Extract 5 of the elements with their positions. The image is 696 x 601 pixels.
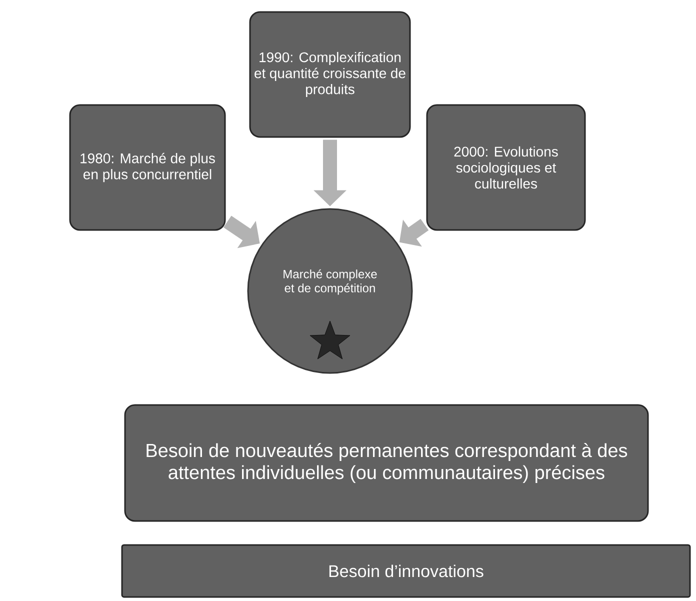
need-box: Besoin de nouveautés permanentes correspondant à des attentes individuelles (ou communautaires) précises	[124, 404, 649, 522]
need-bar: Besoin d’innovations	[121, 544, 691, 598]
event-box: 1990: Complexification et quantité croissante de produits	[249, 11, 411, 138]
event-box: 2000: Evolutions sociologiques et culturelles	[426, 104, 586, 231]
event-box: 1980: Marché de plus en plus concurrentiel	[69, 104, 226, 231]
